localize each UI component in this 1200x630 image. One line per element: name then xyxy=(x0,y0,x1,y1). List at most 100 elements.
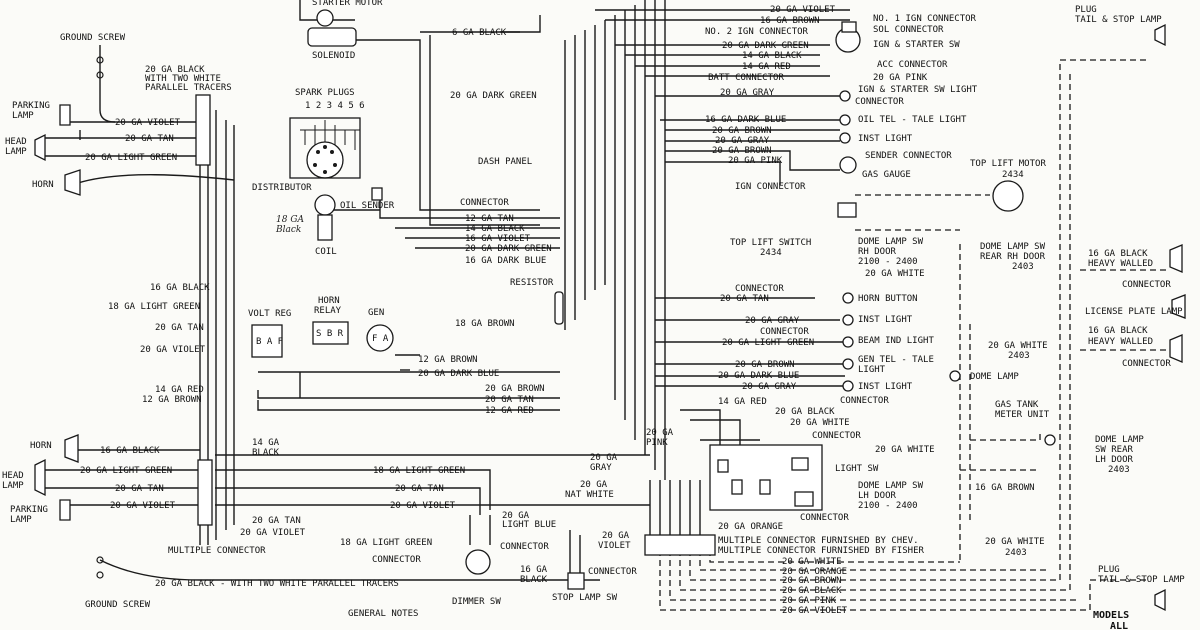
label-16ga-black-stop-2: BLACK xyxy=(520,575,548,585)
label-vr-pins: B A F xyxy=(256,337,283,347)
coil-symbol xyxy=(314,194,336,216)
label-dome-lamp: DOME LAMP xyxy=(970,372,1019,382)
label-top-lift-switch: TOP LIFT SWITCH xyxy=(730,238,811,248)
label-20ga-tan-b: 20 GA TAN xyxy=(485,395,534,405)
label-dome-lh-door: DOME LAMP SW xyxy=(858,481,924,491)
label-black-tracers-1: 20 GA BLACK xyxy=(145,65,205,75)
label-connector-top: CONNECTOR xyxy=(855,97,904,107)
label-20ga-violet-bottom: 20 GA VIOLET xyxy=(110,501,176,511)
label-bus-orange: 20 GA ORANGE xyxy=(782,567,847,577)
label-20ga-brown-top-b: 20 GA BROWN xyxy=(712,146,772,156)
label-connector-dimmer: CONNECTOR xyxy=(372,555,421,565)
label-dome-lh-door-2: LH DOOR xyxy=(858,491,897,501)
coil-body xyxy=(317,214,333,241)
beam-ind-light-icon xyxy=(842,336,854,348)
label-20ga-nat-white-2: NAT WHITE xyxy=(565,490,614,500)
label-ground-screw-bottom: GROUND SCREW xyxy=(85,600,151,610)
label-horn: HORN xyxy=(32,180,54,190)
label-18ga-brown: 18 GA BROWN xyxy=(455,319,515,329)
label-horn-relay-2: RELAY xyxy=(314,306,342,316)
label-ign-light: IGN & STARTER SW LIGHT xyxy=(858,85,978,95)
label-20ga-light-green: 20 GA LIGHT GREEN xyxy=(85,153,177,163)
label-oil-sender: OIL SENDER xyxy=(340,201,395,211)
top-lift-motor-symbol xyxy=(992,180,1024,212)
label-18ga-light-green-bottom: 18 GA LIGHT GREEN xyxy=(373,466,465,476)
label-dome-rear-lh-3: LH DOOR xyxy=(1095,455,1134,465)
label-gen: GEN xyxy=(368,308,384,318)
label-dome-rear-lh: DOME LAMP xyxy=(1095,435,1144,445)
label-bus-brown: 20 GA BROWN xyxy=(782,576,842,586)
label-acc-connector: ACC CONNECTOR xyxy=(877,60,948,70)
label-heavy-walled: HEAVY WALLED xyxy=(1088,259,1153,269)
label-20ga-brown-mid: 20 GA BROWN xyxy=(735,360,795,370)
label-12ga-tan: 12 GA TAN xyxy=(465,214,514,224)
label-no1-ign: NO. 1 IGN CONNECTOR xyxy=(873,14,977,24)
label-dome-lh-door-3: 2100 - 2400 xyxy=(858,501,918,511)
front-connector-bottom xyxy=(197,459,213,526)
label-20ga-light-blue-2: LIGHT BLUE xyxy=(502,520,556,530)
label-starter-motor: STARTER MOTOR xyxy=(312,0,383,8)
ign-light-icon xyxy=(839,90,851,102)
label-dimmer-sw: DIMMER SW xyxy=(452,597,501,607)
label-20ga-white-right-b: 20 GA WHITE xyxy=(875,445,935,455)
label-20ga-pink: 20 GA xyxy=(646,428,674,438)
components xyxy=(34,9,1186,612)
label-20ga-pink-2: PINK xyxy=(646,438,668,448)
label-16ga-black-hw-b: 16 GA BLACK xyxy=(1088,326,1148,336)
label-14ga-black: 14 GA BLACK xyxy=(465,224,525,234)
label-connector-right: CONNECTOR xyxy=(1122,280,1171,290)
label-12ga-brown: 12 GA BROWN xyxy=(418,355,478,365)
label-gen-pins: F A xyxy=(372,334,389,344)
label-20ga-pink-top: 20 GA PINK xyxy=(873,73,928,83)
wire-harness xyxy=(40,0,1170,611)
label-horn-relay: HORN xyxy=(318,296,340,306)
label-20ga-dark-blue-mid: 20 GA DARK BLUE xyxy=(718,371,799,381)
label-20ga-violet: 20 GA VIOLET xyxy=(115,118,181,128)
label-20ga-black-mid: 20 GA BLACK xyxy=(775,407,835,417)
label-heavy-walled-b: HEAVY WALLED xyxy=(1088,337,1153,347)
label-models-2: ALL xyxy=(1110,621,1128,630)
label-20ga-tan: 20 GA TAN xyxy=(125,134,174,144)
horn-bottom xyxy=(64,434,79,463)
label-gen-tel-2: LIGHT xyxy=(858,365,886,375)
label-16ga-black-hw: 16 GA BLACK xyxy=(1088,249,1148,259)
label-14ga-red-mid: 14 GA RED xyxy=(718,397,767,407)
label-20ga-light-green-bottom: 20 GA LIGHT GREEN xyxy=(80,466,172,476)
label-no2-ign: NO. 2 IGN CONNECTOR xyxy=(705,27,809,37)
label-tail-stop-top: TAIL & STOP LAMP xyxy=(1075,15,1162,25)
label-top-lift-motor-2: 2434 xyxy=(1002,170,1024,180)
label-20ga-dark-green: 20 GA DARK GREEN xyxy=(450,91,537,101)
front-connector-top xyxy=(195,94,211,166)
label-inst-light-mid: INST LIGHT xyxy=(858,315,913,325)
label-20ga-violet-bottom-b: 20 GA VIOLET xyxy=(240,528,306,538)
label-resistor: RESISTOR xyxy=(510,278,554,288)
solenoid-symbol xyxy=(307,27,357,47)
label-20ga-tan-bottom-b: 20 GA TAN xyxy=(252,516,301,526)
label-16ga-brown-right: 16 GA BROWN xyxy=(975,483,1035,493)
label-handwritten-2: Black xyxy=(275,225,301,235)
label-connector-horn: CONNECTOR xyxy=(735,284,784,294)
starter-motor-symbol xyxy=(316,9,334,27)
label-dash-panel: DASH PANEL xyxy=(478,157,532,167)
label-16ga-brown-top: 16 GA BROWN xyxy=(760,16,820,26)
label-parking-lamp: PARKING xyxy=(12,101,50,111)
label-ign-connector: IGN CONNECTOR xyxy=(735,182,806,192)
label-20ga-dark-green-b: 20 GA DARK GREEN xyxy=(465,244,552,254)
label-gas-tank: GAS TANK xyxy=(995,400,1039,410)
label-mc-fisher: MULTIPLE CONNECTOR FURNISHED BY FISHER xyxy=(718,546,924,556)
label-20ga-violet-mc: 20 GA xyxy=(602,531,630,541)
label-bus-black: 20 GA BLACK xyxy=(782,586,842,596)
label-16ga-violet: 16 GA VIOLET xyxy=(465,234,531,244)
label-dome-rear-rh-3: 2403 xyxy=(1012,262,1034,272)
label-bus-white: 20 GA WHITE xyxy=(782,557,842,567)
oil-tel-light-icon xyxy=(839,114,851,126)
label-connector-right-b: CONNECTOR xyxy=(1122,359,1171,369)
label-20ga-white-c: 20 GA WHITE xyxy=(985,537,1045,547)
label-coil: COIL xyxy=(315,247,337,257)
label-20ga-brown: 20 GA BROWN xyxy=(485,384,545,394)
label-plug-bottom: PLUG xyxy=(1098,565,1120,575)
head-lamp-top xyxy=(34,133,46,162)
label-20ga-white-mid: 20 GA WHITE xyxy=(790,418,850,428)
label-models: MODELS xyxy=(1093,610,1129,621)
